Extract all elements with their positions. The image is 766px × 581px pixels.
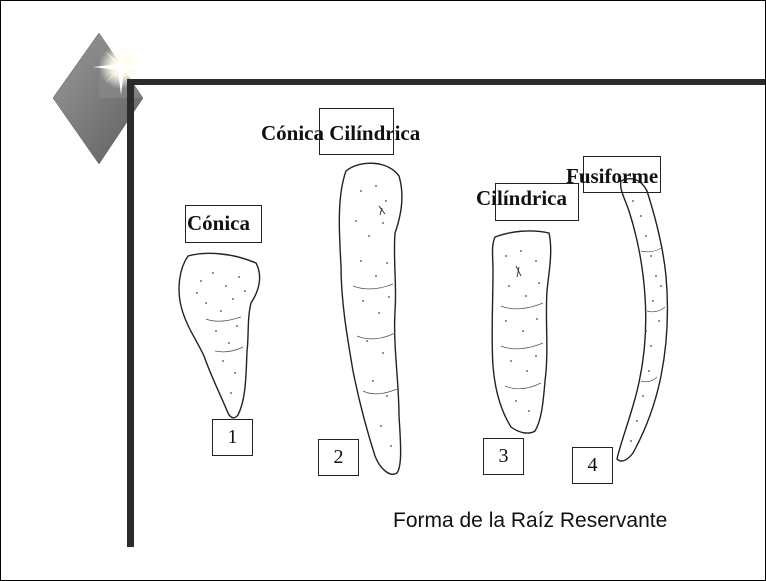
label-box-conica [185, 205, 262, 243]
root-illustration-1 [179, 253, 260, 417]
label-box-fusiforme [583, 156, 661, 193]
slide-caption: Forma de la Raíz Reservante [393, 509, 667, 533]
root-illustration-3 [492, 231, 551, 433]
diamond-sparkle-icon [53, 33, 151, 164]
number-box-3: 3 [483, 438, 524, 475]
number-box-1: 1 [212, 419, 253, 456]
number-box-4: 4 [572, 447, 613, 484]
root-illustration-2 [339, 163, 402, 474]
label-box-conica-cilindrica [319, 108, 394, 155]
root-illustration-4 [617, 179, 667, 461]
number-box-2: 2 [318, 439, 359, 476]
